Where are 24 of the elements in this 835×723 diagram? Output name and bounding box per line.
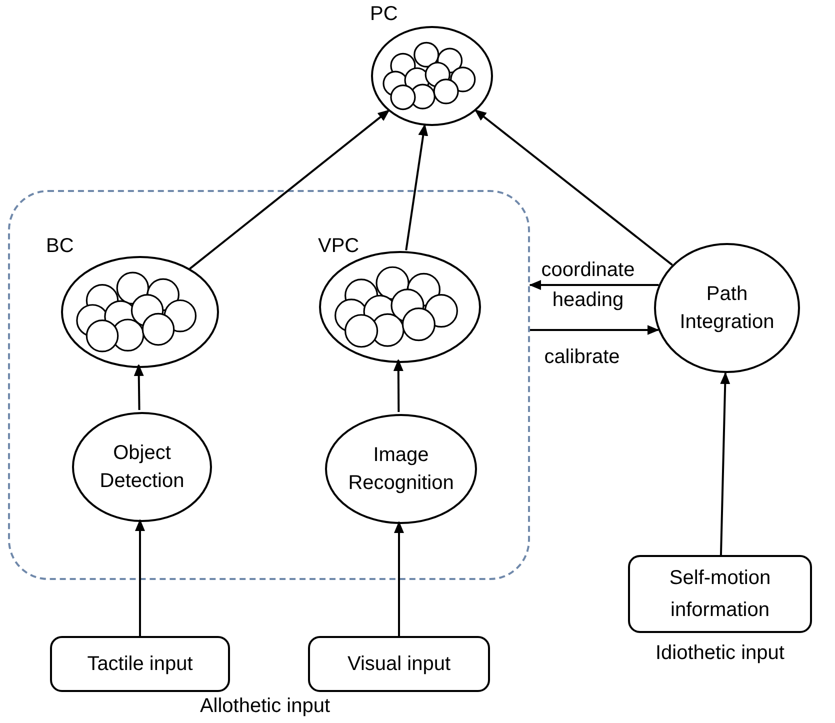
node-label: PC: [370, 2, 398, 26]
arrow: [134, 364, 144, 410]
arrow: [720, 372, 730, 556]
input-box: Self-motion information: [628, 555, 812, 633]
group-caption: Allothetic input: [198, 694, 332, 718]
arrow: [405, 124, 428, 250]
edge-label: calibrate: [543, 345, 621, 370]
node-label: VPC: [318, 234, 360, 258]
arrow: [189, 109, 390, 270]
arrow: [474, 109, 673, 266]
node-label: BC: [46, 234, 74, 258]
edge-label: coordinate heading: [540, 258, 636, 313]
arrow: [393, 359, 404, 412]
arrow: [394, 521, 404, 636]
input-box: Tactile input: [50, 636, 230, 692]
input-caption: Idiothetic input: [654, 641, 786, 665]
process-ellipse: Object Detection: [72, 412, 212, 522]
process-ellipse: Path Integration: [654, 243, 800, 373]
dashed-group-box: [8, 190, 530, 580]
arrow: [135, 519, 145, 636]
arrow: [529, 280, 659, 290]
process-ellipse: Image Recognition: [325, 414, 477, 524]
arrow: [530, 325, 660, 335]
input-box: Visual input: [308, 636, 490, 692]
